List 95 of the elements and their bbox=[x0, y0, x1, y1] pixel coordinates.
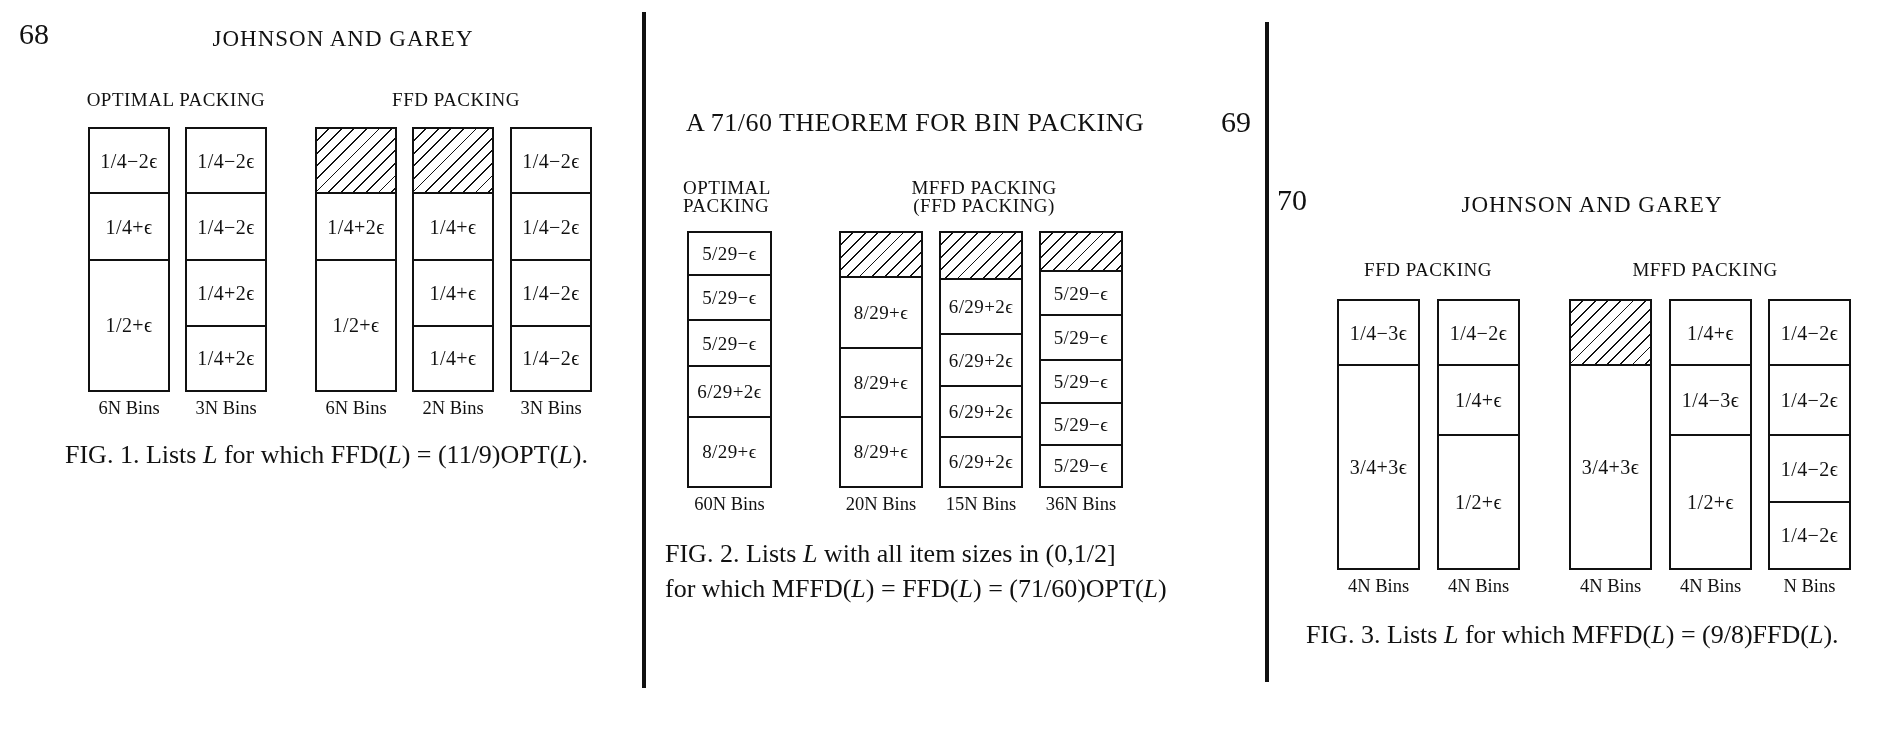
bin-count-label: 15N Bins bbox=[945, 494, 1017, 515]
bin-count-label: 20N Bins bbox=[845, 494, 917, 515]
packed-item: 1/2+ϵ bbox=[90, 259, 168, 390]
page-number: 70 bbox=[1277, 183, 1307, 218]
bin-outline bbox=[1768, 299, 1851, 570]
packed-item: 1/4−2ϵ bbox=[187, 129, 265, 193]
packed-item: 1/4+ϵ bbox=[1671, 301, 1750, 365]
packing-heading: FFD PACKING bbox=[1364, 259, 1492, 281]
packed-item: 6/29+2ϵ bbox=[941, 436, 1021, 486]
packed-item: 1/4+2ϵ bbox=[187, 325, 265, 390]
hatched-area bbox=[941, 233, 1021, 279]
bin-outline bbox=[412, 127, 494, 392]
packed-item: 3/4+3ϵ bbox=[1571, 364, 1650, 568]
packed-item: 8/29+ϵ bbox=[841, 276, 921, 348]
packed-item: 1/4−2ϵ bbox=[1770, 364, 1849, 435]
running-head: A 71/60 THEOREM FOR BIN PACKING bbox=[686, 108, 1145, 138]
bin-outline bbox=[1039, 231, 1123, 488]
page-number: 68 bbox=[19, 17, 49, 52]
packing-heading: OPTIMAL PACKING bbox=[86, 89, 266, 111]
bin-outline bbox=[1337, 299, 1420, 570]
packed-item: 8/29+ϵ bbox=[841, 416, 921, 486]
bin-outline bbox=[1669, 299, 1752, 570]
packed-item: 5/29−ϵ bbox=[1041, 359, 1121, 403]
bin-outline bbox=[315, 127, 397, 392]
bin-outline bbox=[88, 127, 170, 392]
packed-item: 1/4−2ϵ bbox=[512, 325, 590, 390]
packed-item: 6/29+2ϵ bbox=[941, 278, 1021, 334]
bin-outline bbox=[1569, 299, 1652, 570]
hatched-area bbox=[841, 233, 921, 277]
packed-item: 5/29−ϵ bbox=[1041, 402, 1121, 445]
bin-count-label: 3N Bins bbox=[520, 398, 582, 419]
figure-caption: FIG. 3. Lists L for which MFFD(L) = (9/8)FFD(L). bbox=[1306, 620, 1839, 650]
bin-count-label: 6N Bins bbox=[325, 398, 387, 419]
bin-outline bbox=[1437, 299, 1520, 570]
packed-item: 1/4−2ϵ bbox=[512, 192, 590, 260]
packed-item: 1/4+ϵ bbox=[414, 192, 492, 260]
running-head: JOHNSON AND GAREY bbox=[212, 26, 474, 53]
running-head: JOHNSON AND GAREY bbox=[1461, 192, 1723, 219]
bin-outline bbox=[939, 231, 1023, 488]
figure-caption: FIG. 1. Lists L for which FFD(L) = (11/9)OPT(L). bbox=[65, 440, 588, 470]
packed-item: 1/2+ϵ bbox=[1671, 434, 1750, 568]
bin-count-label: 4N Bins bbox=[1347, 576, 1410, 597]
packed-item: 6/29+2ϵ bbox=[689, 365, 770, 417]
page-number: 69 bbox=[1221, 105, 1251, 140]
packing-heading: MFFD PACKING (FFD PACKING) bbox=[910, 179, 1058, 216]
packed-item: 8/29+ϵ bbox=[689, 416, 770, 486]
packed-item: 5/29−ϵ bbox=[689, 233, 770, 275]
bin-count-label: 4N Bins bbox=[1579, 576, 1642, 597]
packed-item: 1/4−2ϵ bbox=[187, 192, 265, 260]
packed-item: 6/29+2ϵ bbox=[941, 385, 1021, 437]
bin-outline bbox=[839, 231, 923, 488]
bin-count-label: 6N Bins bbox=[98, 398, 160, 419]
hatched-area bbox=[414, 129, 492, 193]
bin-outline bbox=[510, 127, 592, 392]
bin-count-label: 3N Bins bbox=[195, 398, 257, 419]
packed-item: 1/4+2ϵ bbox=[187, 259, 265, 326]
hatched-area bbox=[1041, 233, 1121, 271]
packed-item: 5/29−ϵ bbox=[1041, 444, 1121, 486]
bin-count-label: 2N Bins bbox=[422, 398, 484, 419]
packing-heading: FFD PACKING bbox=[392, 89, 520, 111]
bin-outline bbox=[185, 127, 267, 392]
bin-count-label: 4N Bins bbox=[1679, 576, 1742, 597]
bin-count-label: N Bins bbox=[1783, 576, 1836, 597]
bin-count-label: 60N Bins bbox=[694, 494, 765, 515]
packed-item: 1/4−2ϵ bbox=[512, 259, 590, 326]
packed-item: 1/4−2ϵ bbox=[1439, 301, 1518, 365]
bin-outline bbox=[687, 231, 772, 488]
packed-item: 1/4+2ϵ bbox=[317, 192, 395, 260]
packed-item: 1/2+ϵ bbox=[317, 259, 395, 390]
hatched-area bbox=[1571, 301, 1650, 365]
packed-item: 5/29−ϵ bbox=[1041, 314, 1121, 360]
packed-item: 1/4−2ϵ bbox=[90, 129, 168, 193]
packed-item: 6/29+2ϵ bbox=[941, 333, 1021, 386]
packed-item: 1/4+ϵ bbox=[414, 259, 492, 326]
hatched-area bbox=[317, 129, 395, 193]
packed-item: 5/29−ϵ bbox=[689, 274, 770, 320]
packed-item: 1/4−2ϵ bbox=[512, 129, 590, 193]
packed-item: 1/4+ϵ bbox=[1439, 364, 1518, 435]
packed-item: 1/4−2ϵ bbox=[1770, 501, 1849, 568]
packed-item: 8/29+ϵ bbox=[841, 347, 921, 417]
packed-item: 1/4−3ϵ bbox=[1671, 364, 1750, 435]
packed-item: 1/4−2ϵ bbox=[1770, 301, 1849, 365]
packed-item: 5/29−ϵ bbox=[689, 319, 770, 366]
figure-caption: FIG. 2. Lists L with all item sizes in (0,1/2] for which MFFD(L) = FFD(L) = (71/60)OPT(L) bbox=[665, 538, 1168, 606]
packed-item: 1/4+ϵ bbox=[90, 192, 168, 260]
packing-heading: OPTIMAL PACKING bbox=[683, 179, 772, 216]
packed-item: 3/4+3ϵ bbox=[1339, 364, 1418, 568]
packed-item: 1/4−3ϵ bbox=[1339, 301, 1418, 365]
packing-heading: MFFD PACKING bbox=[1632, 259, 1778, 281]
packed-item: 5/29−ϵ bbox=[1041, 270, 1121, 315]
packed-item: 1/4+ϵ bbox=[414, 325, 492, 390]
packed-item: 1/2+ϵ bbox=[1439, 434, 1518, 568]
bin-count-label: 36N Bins bbox=[1045, 494, 1117, 515]
packed-item: 1/4−2ϵ bbox=[1770, 434, 1849, 502]
bin-count-label: 4N Bins bbox=[1447, 576, 1510, 597]
